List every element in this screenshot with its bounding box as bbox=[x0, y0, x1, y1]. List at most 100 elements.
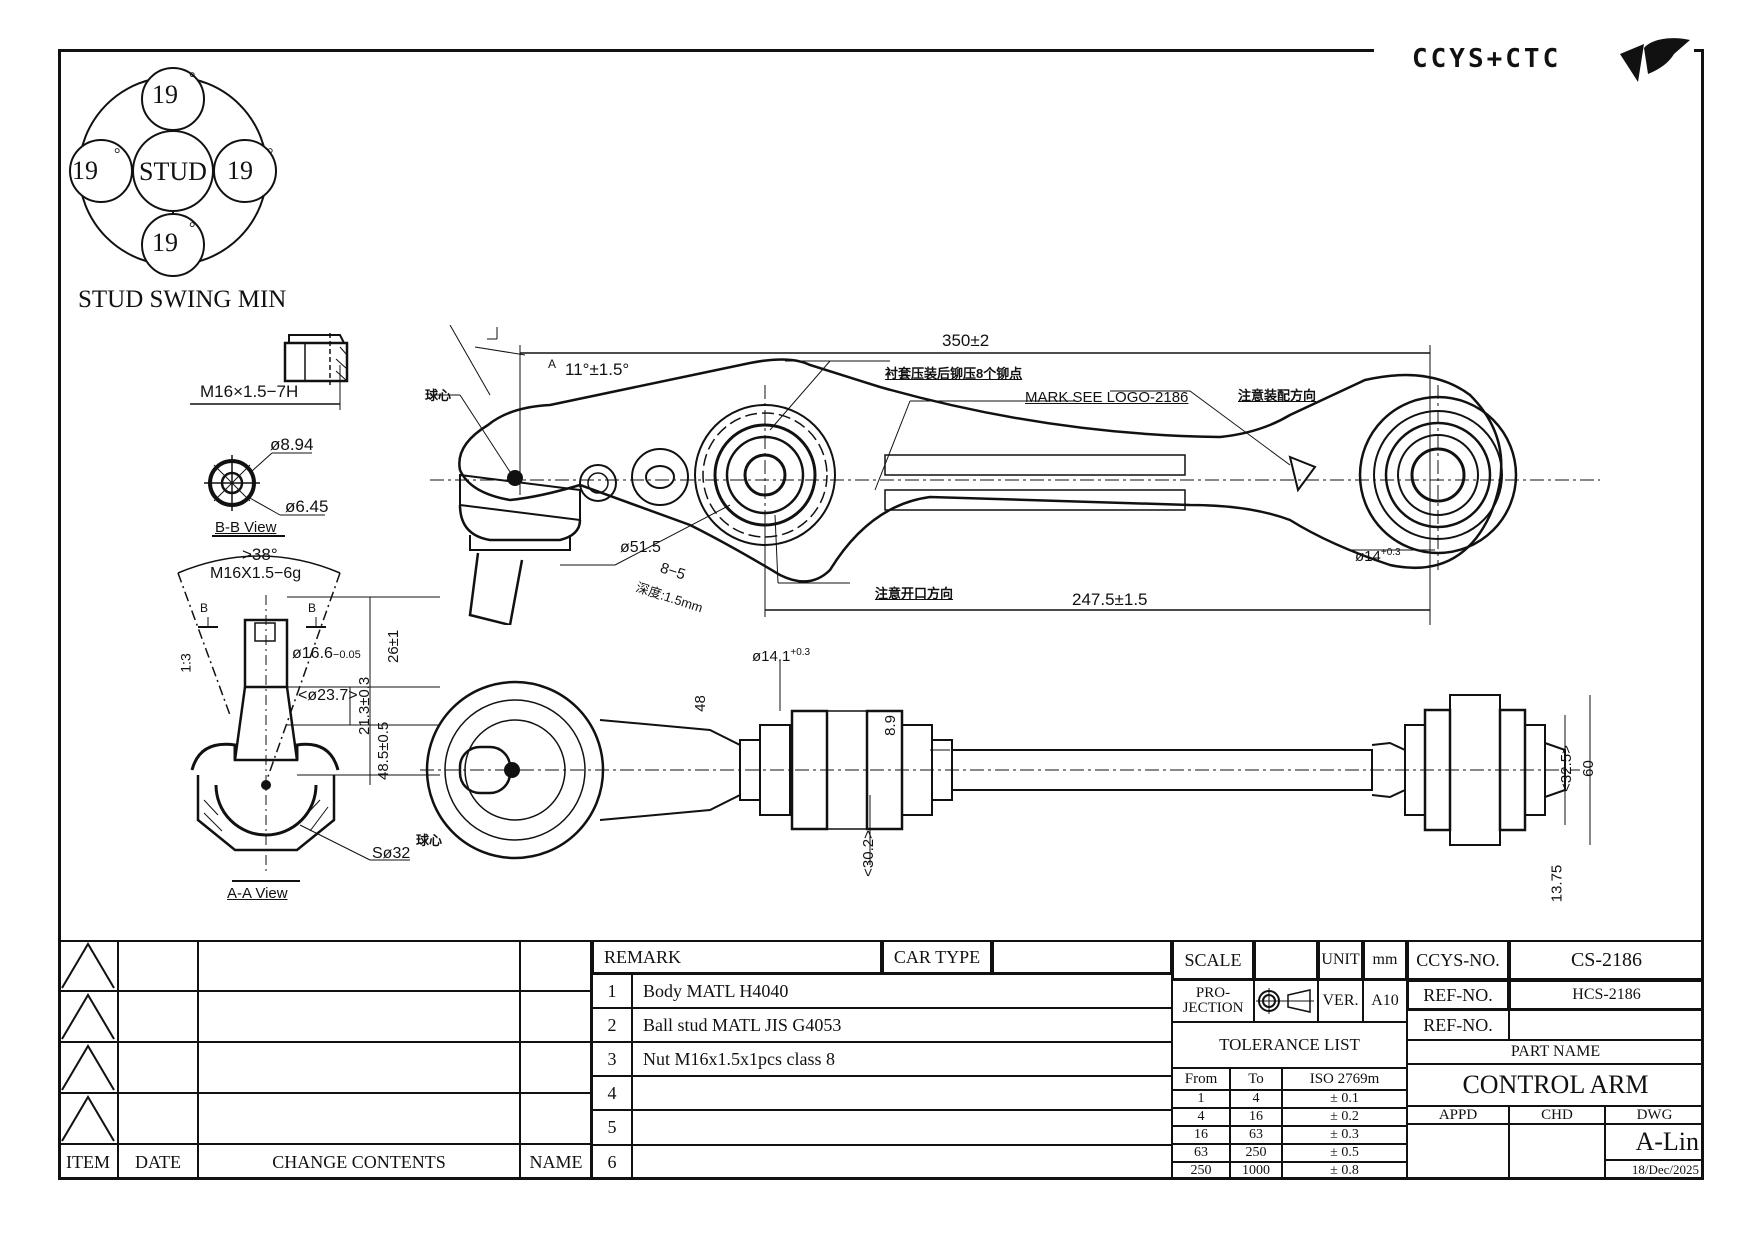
remark-header: REMARK bbox=[592, 940, 882, 974]
ball-center-note: 球心 bbox=[425, 388, 452, 403]
chd-value bbox=[1509, 1124, 1605, 1180]
revision-change-cell bbox=[198, 991, 520, 1042]
shank-dia-value: ø16.6 bbox=[292, 645, 333, 662]
remark-text bbox=[632, 1145, 1172, 1180]
remark-no: 2 bbox=[592, 1008, 632, 1042]
tolerance-tol: ± 0.3 bbox=[1282, 1126, 1407, 1144]
revision-triangle-icon bbox=[61, 1094, 115, 1142]
scale-tolerance-block: SCALE UNIT mm PRO-JECTION VER. A10 TOLER… bbox=[1172, 940, 1407, 1180]
opening-direction-note: 注意开口方向 bbox=[875, 586, 954, 601]
revision-date-cell bbox=[118, 1042, 198, 1093]
third-angle-projection-icon bbox=[1256, 988, 1314, 1014]
ref-no-label: REF-NO. bbox=[1407, 980, 1509, 1010]
remark-text bbox=[632, 1076, 1172, 1110]
tolerance-to: 16 bbox=[1230, 1108, 1282, 1126]
remark-no: 6 bbox=[592, 1145, 632, 1180]
swing-angle-dim: >38° bbox=[242, 545, 278, 564]
logo-text: CCYS+CTC bbox=[1412, 44, 1561, 74]
frame-top-border-right bbox=[1694, 49, 1704, 52]
tolerance-header-from: From bbox=[1172, 1068, 1230, 1090]
overall-length-dim: 350±2 bbox=[942, 331, 990, 350]
control-arm-side-graphic bbox=[420, 660, 1591, 865]
degree-mark: ° bbox=[114, 146, 121, 163]
appd-label: APPD bbox=[1407, 1106, 1509, 1124]
tolerance-tol: ± 0.1 bbox=[1282, 1090, 1407, 1108]
ccys-no-label: CCYS-NO. bbox=[1407, 940, 1509, 980]
rear-bore-tol-upper: +0.3 bbox=[1380, 547, 1401, 558]
side-bore-value: ø14.1 bbox=[752, 648, 791, 665]
title-block: CCYS-NO. CS-2186 REF-NO. HCS-2186 REF-NO… bbox=[1407, 940, 1704, 1180]
taper-dim: 1:3 bbox=[177, 653, 194, 673]
dim-60: 60 bbox=[1579, 760, 1597, 777]
bb-view: ø8.94 ø6.45 B-B View bbox=[200, 435, 360, 540]
tolerance-from: 1 bbox=[1172, 1090, 1230, 1108]
projection-label-1: PRO- bbox=[1195, 985, 1231, 1001]
ver-label: VER. bbox=[1318, 980, 1363, 1022]
dim-48: 48.5±0.5 bbox=[375, 721, 392, 780]
header-change-contents: CHANGE CONTENTS bbox=[198, 1144, 520, 1180]
nut-view: M16×1.5−7H bbox=[190, 325, 380, 420]
tolerance-header-to: To bbox=[1230, 1068, 1282, 1090]
tolerance-from: 16 bbox=[1172, 1126, 1230, 1144]
car-type-label: CAR TYPE bbox=[882, 940, 992, 974]
remark-text bbox=[632, 1110, 1172, 1145]
tolerance-tol: ± 0.5 bbox=[1282, 1144, 1407, 1162]
dwg-label: DWG bbox=[1605, 1106, 1704, 1124]
ccys-no-value: CS-2186 bbox=[1509, 940, 1704, 980]
ver-value: A10 bbox=[1363, 980, 1407, 1022]
projection-label: PRO-JECTION bbox=[1172, 980, 1254, 1022]
shank-dia-dim: ø16.6−0.05 bbox=[292, 645, 361, 663]
unit-value: mm bbox=[1363, 940, 1407, 980]
top-view: 350±2 A 11°±1.5° 球心 衬套压装后铆压8个铆点 MARK SEE… bbox=[410, 324, 1610, 627]
rear-bore-value: ø14 bbox=[1355, 548, 1381, 565]
remark-no: 5 bbox=[592, 1110, 632, 1145]
remark-text: Body MATL H4040 bbox=[632, 974, 1172, 1008]
crimp-note: 衬套压装后铆压8个铆点 bbox=[885, 366, 1023, 381]
revision-name-cell bbox=[520, 940, 592, 991]
revision-triangle-cell bbox=[58, 991, 118, 1042]
chd-label: CHD bbox=[1509, 1106, 1605, 1124]
dim-26: 26±1 bbox=[385, 629, 402, 663]
ball-stud-section-graphic bbox=[177, 555, 440, 882]
mark-note: MARK SEE LOGO-2186 bbox=[1025, 389, 1189, 406]
car-type-value bbox=[992, 940, 1172, 974]
sphere-dim: Sø32 bbox=[372, 845, 411, 862]
header-item: ITEM bbox=[58, 1144, 118, 1180]
bb-section-graphic bbox=[204, 452, 325, 537]
revision-name-cell bbox=[520, 1042, 592, 1093]
dim-30-2: <30.2> bbox=[859, 830, 877, 877]
tolerance-from: 250 bbox=[1172, 1162, 1230, 1180]
tilt-angle-dim: 11°±1.5° bbox=[565, 360, 630, 379]
dwg-value: A-Lin bbox=[1605, 1124, 1704, 1160]
tolerance-to: 250 bbox=[1230, 1144, 1282, 1162]
unit-label: UNIT bbox=[1318, 940, 1363, 980]
projection-label-2: JECTION bbox=[1182, 1000, 1244, 1016]
cone-dia-dim: <ø23.7> bbox=[298, 687, 358, 704]
remark-no: 4 bbox=[592, 1076, 632, 1110]
section-b-right: B bbox=[308, 601, 317, 615]
stud-thread-dim: M16X1.5−6g bbox=[210, 565, 302, 582]
revision-triangle-cell bbox=[58, 1042, 118, 1093]
dim-13-75: 13.75 bbox=[1548, 864, 1566, 903]
degree-mark: ° bbox=[267, 146, 274, 163]
side-bore-tol: +0.3 bbox=[790, 647, 811, 658]
revision-triangle-cell bbox=[58, 940, 118, 991]
tolerance-from: 63 bbox=[1172, 1144, 1230, 1162]
side-view: 球心 48 ø14.1+0.3 8.9 <30.2> <32.5> 60 13.… bbox=[416, 647, 1620, 920]
revision-triangle-cell bbox=[58, 1093, 118, 1144]
center-distance-dim: 247.5±1.5 bbox=[1072, 590, 1148, 609]
remark-no: 3 bbox=[592, 1042, 632, 1076]
rear-bore-dim: ø14+0.3 bbox=[1355, 547, 1401, 565]
bb-outer-dia: ø8.94 bbox=[270, 435, 314, 454]
tolerance-to: 63 bbox=[1230, 1126, 1282, 1144]
revision-date-cell bbox=[118, 991, 198, 1042]
company-logo: CCYS+CTC bbox=[1412, 34, 1692, 84]
ref-no2-label: REF-NO. bbox=[1407, 1010, 1509, 1040]
assembly-direction-note: 注意装配方向 bbox=[1238, 388, 1317, 403]
dim-32-5: <32.5> bbox=[1557, 745, 1575, 792]
side-bore-dim: ø14.1+0.3 bbox=[752, 647, 810, 665]
logo-swoosh-icon bbox=[1620, 38, 1690, 82]
drawing-date: 18/Dec/2025 bbox=[1605, 1160, 1704, 1180]
degree-mark: ° bbox=[189, 220, 196, 237]
bb-view-caption: B-B View bbox=[215, 519, 277, 536]
